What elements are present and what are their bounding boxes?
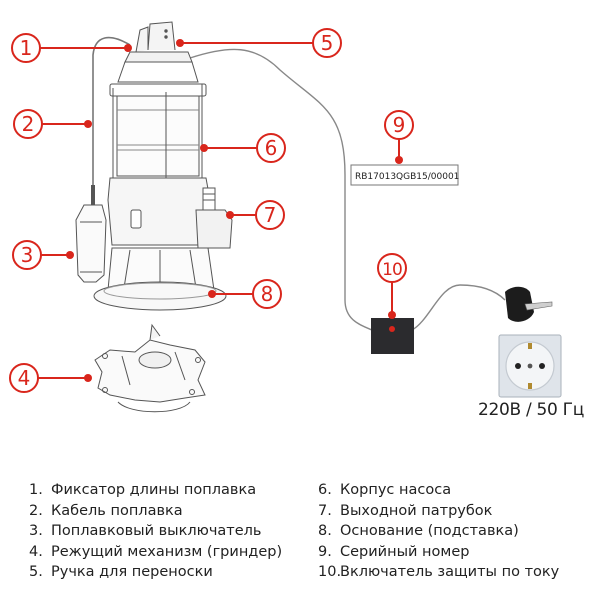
callout-6 [200, 133, 286, 163]
legend-item: 7. Выходной патрубок [318, 501, 559, 522]
legend-item: 8. Основание (подставка) [318, 521, 559, 542]
callout-7 [226, 200, 285, 230]
legend-item-text: Включатель защиты по току [340, 564, 560, 580]
callout-7-number: 7 [264, 203, 277, 227]
callout-2-number: 2 [22, 112, 35, 136]
legend-item-text: Поплавковый выключатель [51, 523, 262, 539]
callout-8 [208, 279, 282, 309]
legend-item: 1. Фиксатор длины поплавка [29, 480, 282, 501]
legend-item-number: 6. [318, 482, 332, 498]
callout-5-number: 5 [321, 31, 334, 55]
callout-3 [12, 240, 74, 270]
float-cable-drawing [92, 36, 131, 200]
callout-4 [9, 363, 92, 393]
float-switch-drawing [75, 204, 107, 283]
legend-item-text: Основание (подставка) [340, 523, 519, 539]
callout-5 [176, 28, 342, 58]
callout-2 [13, 109, 92, 139]
legend-item-text: Кабель поплавка [51, 502, 183, 519]
callout-3-number: 3 [21, 243, 34, 267]
callout-8-number: 8 [261, 282, 274, 306]
callout-9-number: 9 [393, 113, 406, 137]
legend-item-number: 7. [318, 502, 332, 519]
legend-item-number: 8. [318, 523, 332, 539]
legend-item-text: Фиксатор длины поплавка [51, 482, 257, 498]
legend-item-number: 2. [29, 502, 43, 519]
power-cable [189, 48, 506, 331]
callout-9 [384, 110, 414, 164]
legend-item-number: 5. [29, 564, 43, 580]
callout-10-number: 10 [382, 260, 402, 280]
legend-item-text: Ручка для переноски [51, 564, 213, 580]
legend-item: 4. Режущий механизм (гриндер) [29, 542, 282, 563]
callout-4-number: 4 [18, 366, 31, 390]
power-spec-label: 220В / 50 Гц [478, 400, 585, 420]
legend-item: 6. Корпус насоса [318, 480, 559, 501]
legend-item: 2. Кабель поплавка [29, 501, 282, 522]
callout-1-number: 1 [20, 36, 33, 60]
legend-item: 10.Включатель защиты по току [318, 562, 559, 583]
legend-item-text: Режущий механизм (гриндер) [51, 543, 283, 560]
legend-item-number: 10. [318, 564, 342, 580]
legend-item-text: Выходной патрубок [340, 502, 493, 519]
protection-switch-box [371, 318, 414, 354]
serial-number-plate [350, 164, 459, 186]
pump-drawing [93, 21, 233, 311]
legend-item-number: 4. [29, 543, 43, 560]
legend-item-number: 1. [29, 482, 43, 498]
grinder-drawing [94, 323, 206, 413]
legend-right: 6. Корпус насоса 7. Выходной патрубок 8. Ос… [318, 480, 559, 583]
legend-item-text: Корпус насоса [340, 482, 452, 498]
legend-item-text: Серийный номер [340, 543, 470, 560]
legend-left: 1. Фиксатор длины поплавка 2. Кабель попла… [29, 480, 282, 583]
callout-10 [377, 253, 407, 332]
callout-6-number: 6 [265, 136, 278, 160]
serial-number-text: RB17013QGB15/00001 [355, 172, 459, 182]
plug-icon [505, 286, 553, 322]
pump-diagram: RB17013QGB15/00001 [9, 21, 562, 413]
legend-item: 5. Ручка для переноски [29, 562, 282, 583]
callout-1 [11, 33, 132, 63]
legend-item: 9. Серийный номер [318, 542, 559, 563]
legend-item-number: 9. [318, 543, 332, 560]
legend-item: 3. Поплавковый выключатель [29, 521, 282, 542]
socket-icon [498, 334, 562, 398]
legend-item-number: 3. [29, 523, 43, 539]
